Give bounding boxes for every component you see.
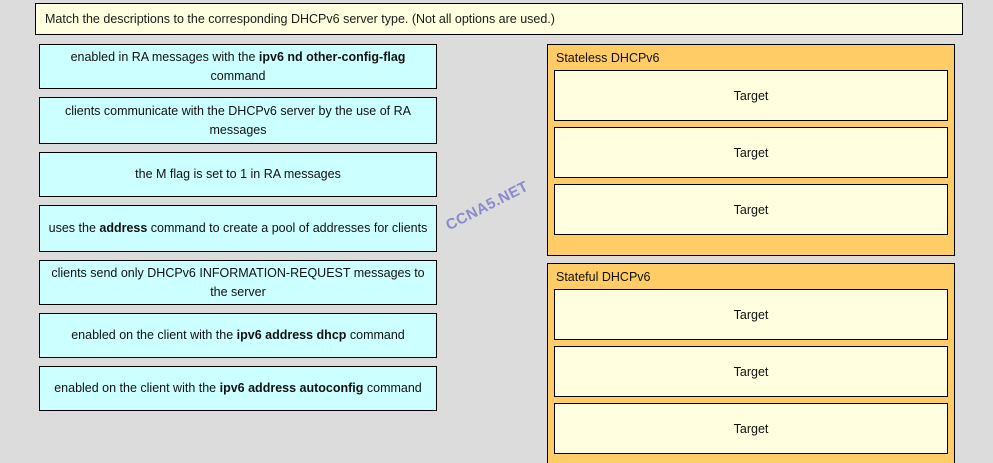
drop-slot-label: Target [733,307,769,322]
drop-slot[interactable]: Target [554,346,948,397]
source-tile[interactable]: enabled in RA messages with the ipv6 nd … [39,44,437,89]
source-tile-column: enabled in RA messages with the ipv6 nd … [39,44,437,419]
drop-slot-label: Target [733,88,769,103]
drop-slot[interactable]: Target [554,289,948,340]
drop-slot-label: Target [733,364,769,379]
source-tile-label: uses the address command to create a poo… [48,221,428,236]
source-tile-label: clients send only DHCPv6 INFORMATION-REQ… [51,266,425,299]
target-panel-title: Stateless DHCPv6 [556,51,660,65]
drop-slot-label: Target [733,421,769,436]
target-panel-title: Stateful DHCPv6 [556,270,651,284]
target-panel-stateful[interactable]: Stateful DHCPv6 Target Target Target [547,263,955,463]
source-tile-label: enabled on the client with the ipv6 addr… [54,381,422,396]
source-tile[interactable]: enabled on the client with the ipv6 addr… [39,366,437,411]
source-tile[interactable]: the M flag is set to 1 in RA messages [39,152,437,197]
source-tile[interactable]: clients communicate with the DHCPv6 serv… [39,97,437,144]
source-tile-label: the M flag is set to 1 in RA messages [135,167,341,182]
instruction-banner: Match the descriptions to the correspond… [35,3,963,35]
target-panel-stateless[interactable]: Stateless DHCPv6 Target Target Target [547,44,955,256]
source-tile-label: enabled in RA messages with the ipv6 nd … [70,50,406,83]
drop-slot-label: Target [733,145,769,160]
drop-slot[interactable]: Target [554,70,948,121]
source-tile-label: enabled on the client with the ipv6 addr… [71,328,405,343]
source-tile[interactable]: clients send only DHCPv6 INFORMATION-REQ… [39,260,437,305]
drop-slot[interactable]: Target [554,127,948,178]
source-tile[interactable]: enabled on the client with the ipv6 addr… [39,313,437,358]
source-tile-label: clients communicate with the DHCPv6 serv… [65,104,411,137]
drop-slot[interactable]: Target [554,184,948,235]
drop-slot[interactable]: Target [554,403,948,454]
watermark-text: CCNA5.NET [443,177,532,235]
instruction-text: Match the descriptions to the correspond… [45,11,555,26]
drop-slot-label: Target [733,202,769,217]
source-tile[interactable]: uses the address command to create a poo… [39,205,437,252]
